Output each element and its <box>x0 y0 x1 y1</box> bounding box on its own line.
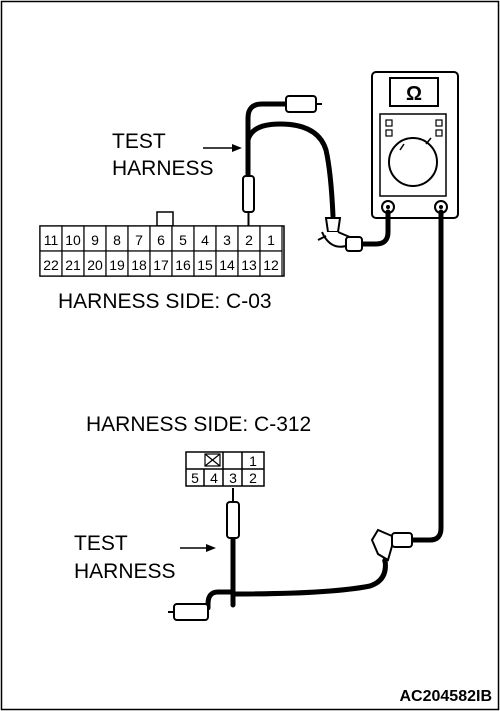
c03-pin-label: 18 <box>131 257 147 273</box>
top-alligator-clip <box>317 217 363 252</box>
c312-pin-1: 1 <box>249 453 257 469</box>
meter-lead-com <box>357 209 391 247</box>
c312-pin-2: 2 <box>249 470 257 486</box>
c03-pin-label: 12 <box>263 257 279 273</box>
test-harness-top-label-line2: HARNESS <box>112 157 214 180</box>
bottom-harness-to-probe <box>205 589 236 611</box>
bottom-free-probe <box>168 603 209 621</box>
meter-lead-ohm <box>407 209 444 543</box>
c03-pin-label: 15 <box>197 257 213 273</box>
top-free-probe <box>285 95 322 113</box>
c312-pin-3: 3 <box>229 470 237 486</box>
figure-code: AC204582IB <box>400 688 493 705</box>
c03-pin-label: 9 <box>91 232 99 248</box>
harness-side-c312-label: HARNESS SIDE: C-312 <box>86 413 311 436</box>
bottom-test-probe <box>226 488 240 539</box>
c03-pin-label: 11 <box>44 232 59 248</box>
test-harness-bottom-label-line2: HARNESS <box>74 560 176 583</box>
c03-pin-label: 6 <box>157 232 165 248</box>
c03-pin-label: 10 <box>65 232 81 248</box>
test-harness-top-arrow <box>203 144 242 152</box>
c03-pin-label: 14 <box>219 257 235 273</box>
top-harness-wire <box>245 101 289 183</box>
top-test-probe <box>242 175 255 228</box>
c03-cell <box>259 250 283 277</box>
c03-pin-label: 1 <box>267 232 275 248</box>
ohm-symbol: Ω <box>406 83 422 105</box>
c03-pin-label: 4 <box>201 232 209 248</box>
test-harness-bottom-label-line1: TEST <box>74 532 128 555</box>
top-branch-wire <box>245 121 336 219</box>
c03-pin-label: 22 <box>43 257 59 273</box>
c312-pin-4: 4 <box>210 470 218 486</box>
c03-pin-label: 7 <box>135 232 143 248</box>
test-harness-bottom-arrow <box>180 544 216 552</box>
bottom-branch-wire <box>230 557 388 597</box>
test-harness-top-label-line1: TEST <box>112 130 166 153</box>
c03-pin-label: 16 <box>175 257 191 273</box>
multimeter-display <box>389 77 439 107</box>
c03-pin-label: 13 <box>241 257 257 273</box>
c03-pin-label: 3 <box>223 232 231 248</box>
c03-pin-label: 21 <box>65 257 81 273</box>
harness-side-c03-label: HARNESS SIDE: C-03 <box>58 290 272 313</box>
c03-pin-label: 5 <box>179 232 187 248</box>
bottom-alligator-clip <box>370 528 413 571</box>
c03-pin-label: 2 <box>245 232 253 248</box>
c03-pin-label: 20 <box>87 257 103 273</box>
c03-pin-label: 19 <box>109 257 125 273</box>
connector-c03-latch <box>156 211 174 227</box>
multimeter: Ω <box>371 71 459 219</box>
wires <box>205 101 444 611</box>
c03-pin-label: 17 <box>153 257 169 273</box>
c312-pin-5: 5 <box>191 470 199 486</box>
connector-c312: 1 5 4 3 2 <box>185 451 265 487</box>
c03-pin-label: 8 <box>113 232 121 248</box>
selector-dial <box>388 137 438 187</box>
